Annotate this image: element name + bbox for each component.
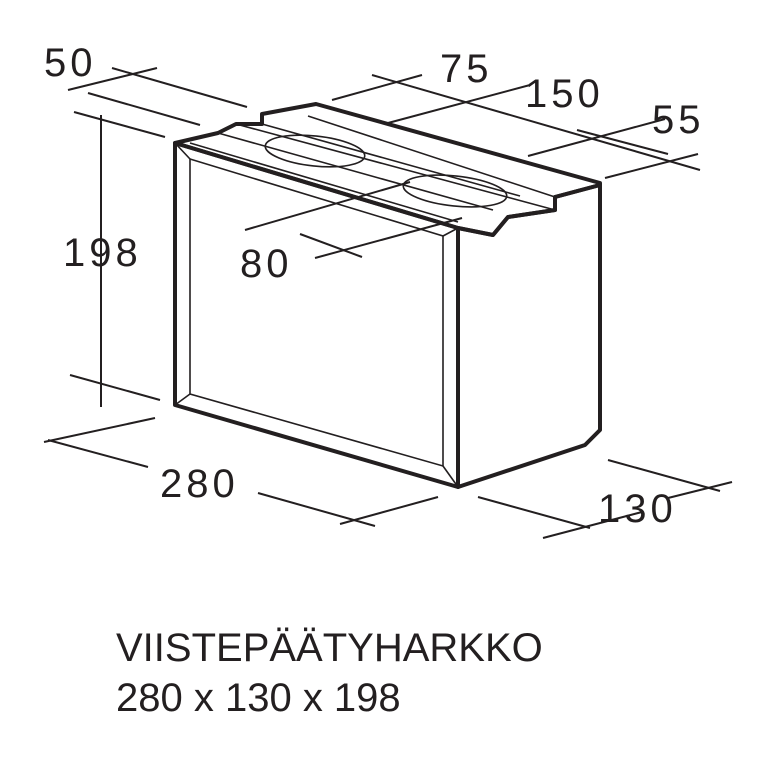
core-hole-2 <box>402 174 508 208</box>
block-body <box>173 102 602 489</box>
dimension-lines <box>43 67 733 539</box>
dim-label-198: 198 <box>63 231 142 275</box>
dim-label-280: 280 <box>160 462 239 506</box>
block-top-face <box>173 102 602 237</box>
dim-label-55: 55 <box>652 98 705 142</box>
block-front-face <box>173 141 460 489</box>
product-name: VIISTEPÄÄTYHARKKO <box>116 626 543 670</box>
dim-label-50: 50 <box>44 41 97 85</box>
dim-label-75: 75 <box>440 47 493 91</box>
dim-label-80: 80 <box>240 242 293 286</box>
block-side-face <box>456 183 602 489</box>
dim-label-150: 150 <box>525 72 604 116</box>
product-size: 280 x 130 x 198 <box>116 676 401 720</box>
dim-label-130: 130 <box>598 487 677 531</box>
core-hole-1 <box>264 134 366 168</box>
